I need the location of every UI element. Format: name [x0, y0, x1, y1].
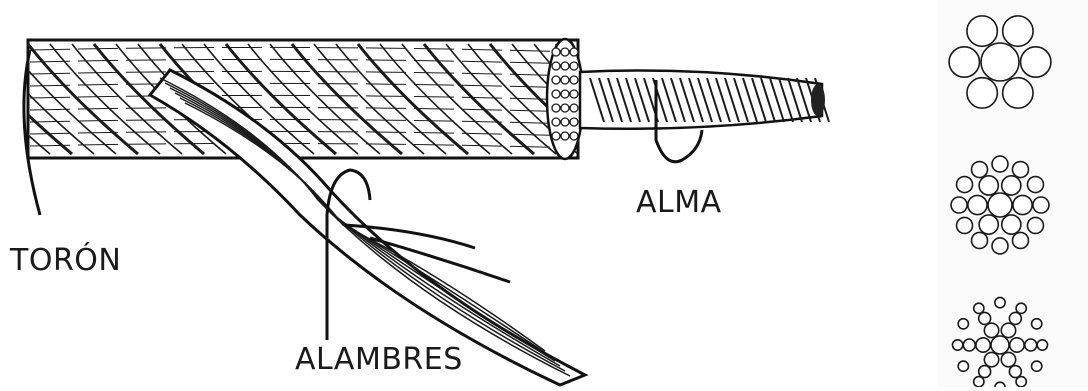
- section-wire: [1009, 366, 1021, 378]
- rope-cut-wire-ends: [552, 48, 578, 140]
- wire-end: [561, 118, 569, 126]
- section-wire: [1009, 312, 1021, 324]
- section-wire: [1001, 352, 1015, 366]
- toron-label: TORÓN: [10, 243, 121, 278]
- alambres-label: ALAMBRES: [295, 342, 463, 377]
- section-wire: [991, 336, 1009, 354]
- wire-end: [561, 48, 569, 56]
- wire-end: [552, 76, 560, 84]
- rope-cut-end: [547, 39, 583, 159]
- alma-label: ALMA: [636, 185, 722, 220]
- section-wire: [995, 297, 1005, 307]
- section-wire: [952, 340, 962, 350]
- section-wire: [958, 361, 968, 371]
- section-wire: [1037, 340, 1047, 350]
- section-wire: [1002, 215, 1021, 234]
- section-wire: [972, 232, 988, 248]
- wire-end: [570, 48, 578, 56]
- wire-end: [552, 48, 560, 56]
- section-wire: [968, 195, 987, 214]
- section-wire: [1025, 339, 1037, 351]
- section-wire: [1003, 78, 1033, 108]
- section-wire: [992, 156, 1008, 172]
- wire-end: [561, 104, 569, 112]
- wire-end: [552, 62, 560, 70]
- section-wire: [984, 352, 998, 366]
- section-wire: [949, 47, 979, 77]
- section-wire: [1012, 162, 1028, 178]
- section-wire: [1016, 303, 1026, 313]
- core-end: [811, 84, 825, 116]
- section-wire: [1027, 217, 1043, 233]
- wire-end: [570, 104, 578, 112]
- section-wire: [958, 319, 968, 329]
- wire-end: [570, 90, 578, 98]
- section-wire: [957, 177, 973, 193]
- wire-end: [561, 90, 569, 98]
- wire-end: [552, 90, 560, 98]
- section-wire: [988, 193, 1012, 217]
- section-wire: [1013, 195, 1032, 214]
- section-wire: [1002, 176, 1021, 195]
- section-wire: [992, 238, 1008, 254]
- wire-end: [552, 118, 560, 126]
- wire-end: [570, 132, 578, 140]
- section-wire: [995, 382, 1005, 387]
- section-wire: [1003, 16, 1033, 46]
- section-wire: [979, 366, 991, 378]
- wire-end: [570, 118, 578, 126]
- section-wire: [974, 303, 984, 313]
- rope-core: [580, 71, 829, 129]
- section-wire: [1032, 361, 1042, 371]
- section-wire: [1016, 377, 1026, 387]
- section-wire: [1010, 338, 1024, 352]
- wire-end: [552, 104, 560, 112]
- section-wire: [979, 312, 991, 324]
- wire-end: [570, 62, 578, 70]
- section-wire: [967, 16, 997, 46]
- wire-end: [561, 62, 569, 70]
- section-wire: [979, 176, 998, 195]
- section-wire: [972, 162, 988, 178]
- wire-end: [552, 132, 560, 140]
- wire-end: [561, 76, 569, 84]
- section-wire: [957, 217, 973, 233]
- section-wire: [1033, 197, 1049, 213]
- section-wire: [1032, 319, 1042, 329]
- section-wire: [967, 78, 997, 108]
- section-wire: [1001, 323, 1015, 337]
- strand-line: [0, 44, 6, 154]
- section-wire: [1021, 47, 1051, 77]
- section-wire: [974, 377, 984, 387]
- section-wire: [1012, 232, 1028, 248]
- section-wire: [981, 43, 1019, 81]
- section-wire: [951, 197, 967, 213]
- wire-end: [561, 132, 569, 140]
- section-wire: [963, 339, 975, 351]
- wire-end: [570, 76, 578, 84]
- section-wire: [1027, 177, 1043, 193]
- section-wire: [976, 338, 990, 352]
- section-wire: [979, 215, 998, 234]
- cross-sections-column: [938, 0, 1088, 387]
- section-wire: [984, 323, 998, 337]
